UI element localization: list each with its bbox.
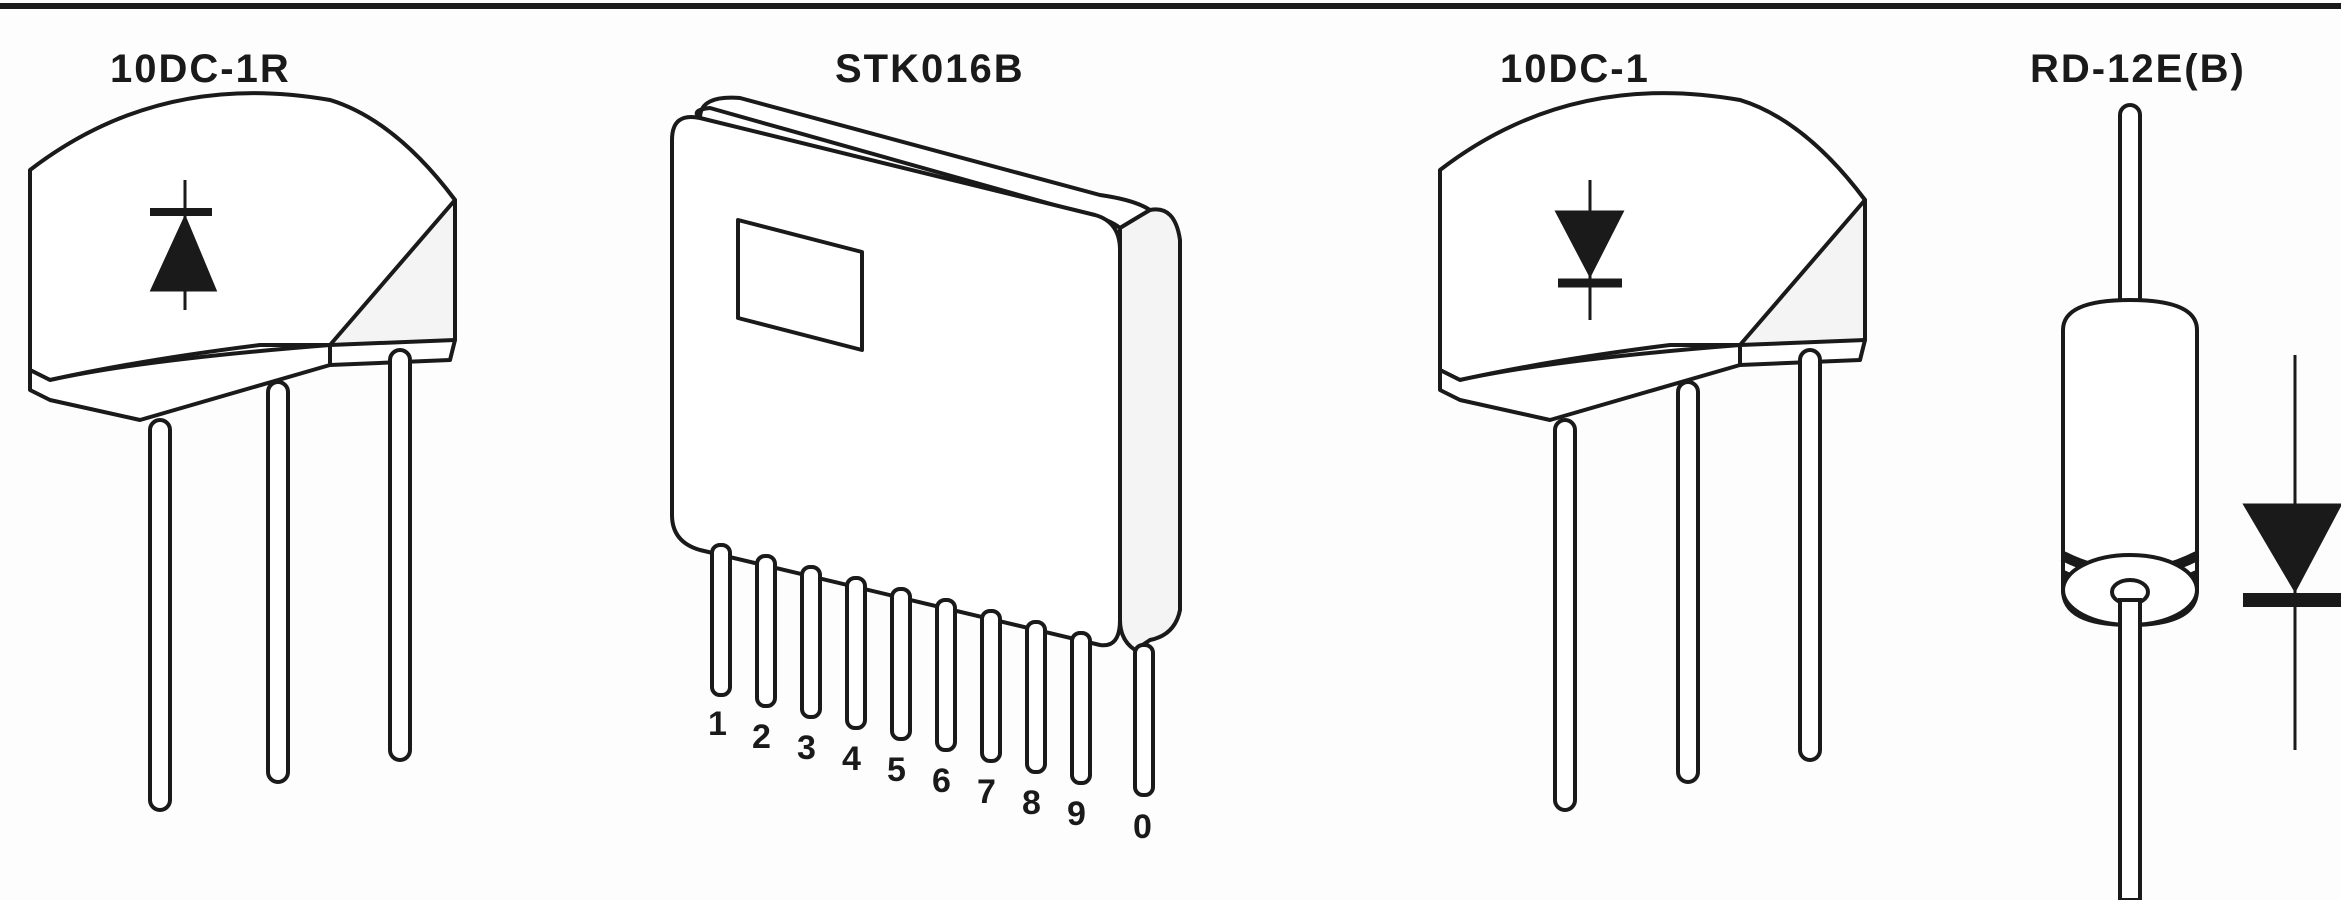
diode-triangle — [149, 214, 218, 292]
ic-pin-3 — [800, 565, 822, 719]
ic-pin-9 — [1070, 631, 1092, 785]
ic-pin-6 — [935, 598, 957, 752]
diode-triangle — [1554, 210, 1625, 279]
symbol-triangle — [2242, 503, 2341, 594]
lead-2 — [1676, 380, 1700, 784]
pin-number: 3 — [797, 729, 816, 767]
component-label-rd-12e-b: RD-12E(B) — [2030, 47, 2246, 91]
component-10dc-1r: 10DC-1R — [28, 47, 457, 812]
pin-number: 8 — [1022, 784, 1041, 822]
pin-number: 4 — [842, 740, 861, 778]
lead-2 — [266, 380, 290, 784]
pin-number: 1 — [708, 705, 727, 743]
ic-pin-0 — [1133, 643, 1155, 797]
component-label-10dc-1r: 10DC-1R — [110, 47, 291, 91]
ic-pin-2 — [755, 554, 777, 708]
component-label-stk016b: STK016B — [835, 47, 1025, 91]
ic-side-face — [1118, 207, 1182, 652]
pin-number: 9 — [1067, 795, 1086, 833]
pin-number: 2 — [752, 718, 771, 756]
component-rd-12e-b: RD-12E(B) — [2030, 47, 2341, 902]
lead-1 — [148, 418, 172, 812]
lead-3 — [388, 348, 412, 762]
ic-pin-8 — [1025, 620, 1047, 774]
lead-3 — [1798, 348, 1822, 762]
pin-number: 0 — [1133, 808, 1152, 846]
ic-pin-4 — [845, 576, 867, 730]
pin-number: 5 — [887, 751, 906, 789]
pin-number: 6 — [932, 762, 951, 800]
ic-pin-5 — [890, 587, 912, 741]
component-10dc-1: 10DC-1 — [1438, 47, 1867, 812]
pin-number: 7 — [977, 773, 996, 811]
lead-1 — [1553, 418, 1577, 812]
ic-pin-1 — [710, 543, 732, 697]
symbol-bar — [2243, 593, 2341, 607]
diode-lead-bottom — [2118, 598, 2142, 902]
component-stk016b: STK016B 1 2 3 4 5 6 7 8 9 0 — [670, 47, 1182, 846]
ic-label-window — [736, 218, 864, 352]
ic-pin-7 — [980, 609, 1002, 763]
component-label-10dc-1: 10DC-1 — [1500, 47, 1650, 91]
